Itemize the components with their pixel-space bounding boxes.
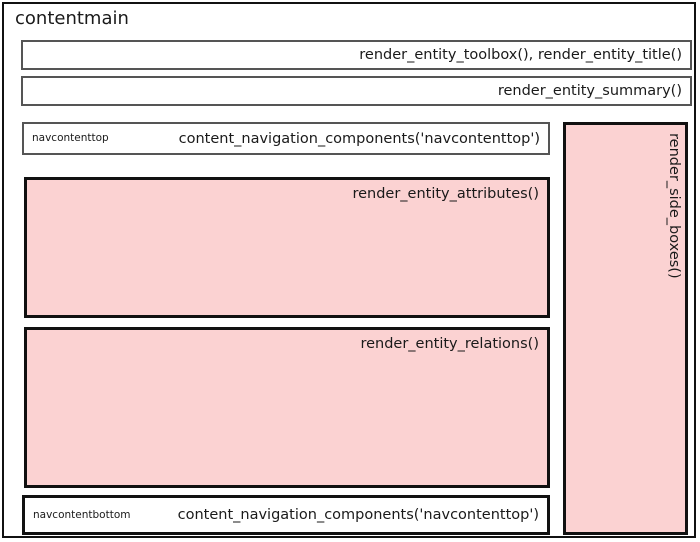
- page-title: contentmain: [15, 8, 129, 29]
- entity-summary-label: render_entity_summary(): [497, 83, 682, 99]
- entity-attributes-label: render_entity_attributes(): [352, 186, 539, 202]
- entity-summary-box[interactable]: render_entity_summary(): [21, 76, 692, 106]
- navcontentbottom-id-label: navcontentbottom: [33, 508, 131, 521]
- navcontenttop-box[interactable]: navcontenttop content_navigation_compone…: [22, 122, 550, 155]
- navcontentbottom-box[interactable]: navcontentbottom content_navigation_comp…: [22, 495, 550, 535]
- navcontenttop-label: content_navigation_components('navconten…: [178, 130, 540, 147]
- entity-attributes-box[interactable]: render_entity_attributes(): [24, 177, 550, 318]
- side-boxes-panel[interactable]: render_side_boxes(): [563, 122, 688, 535]
- entity-relations-label: render_entity_relations(): [360, 336, 539, 352]
- entity-toolbox-label: render_entity_toolbox(), render_entity_t…: [359, 47, 682, 63]
- entity-toolbox-box[interactable]: render_entity_toolbox(), render_entity_t…: [21, 40, 692, 70]
- navcontenttop-id-label: navcontenttop: [32, 132, 109, 144]
- entity-relations-box[interactable]: render_entity_relations(): [24, 327, 550, 488]
- navcontentbottom-label: content_navigation_components('navconten…: [177, 507, 539, 523]
- side-boxes-label: render_side_boxes(): [666, 133, 682, 279]
